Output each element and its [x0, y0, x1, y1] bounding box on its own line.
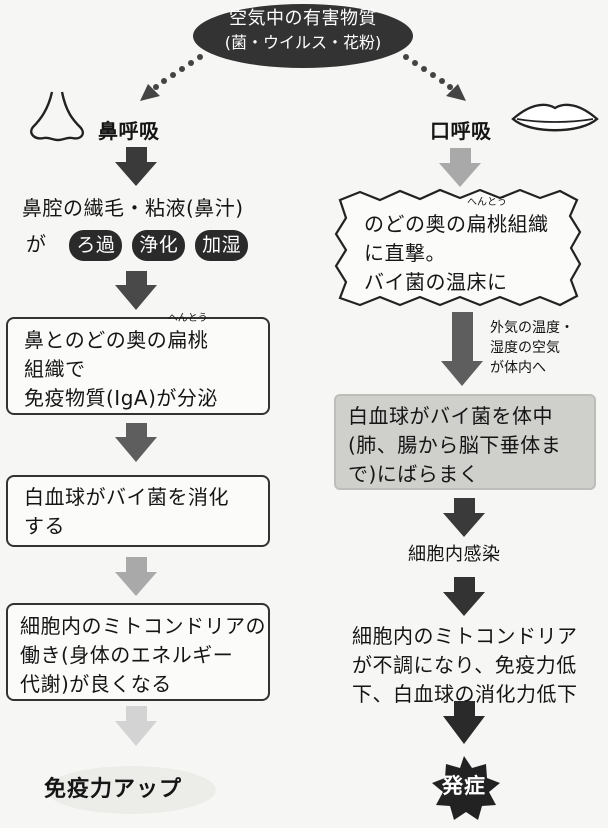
mitochondria-bad-text: 細胞内のミトコンドリア が不調になり、免疫力低 下、白血球の消化力低下: [352, 622, 578, 709]
digestion-box-line2: する: [24, 514, 65, 538]
onset-text: 発症: [442, 774, 486, 798]
tonsil-ruby: へんとう: [167, 313, 208, 324]
lips-icon: [511, 103, 599, 132]
mitochondria-bad-line2: が不調になり、免疫力低: [352, 653, 577, 677]
burst-text: のどの奥の扁桃 へんとう組織 に直撃。 バイ菌の温床に: [364, 198, 549, 297]
bacteria-spread-line1: 白血球がバイ菌を体中: [348, 404, 553, 428]
burst-line3: バイ菌の温床に: [364, 270, 508, 294]
iga-box: 鼻とのどの奥の扁桃 へんとう 組織で 免疫物質(IgA)が分泌: [6, 314, 270, 415]
nose-breathing-heading: 鼻呼吸: [98, 119, 160, 143]
purify-badge: 浄化: [132, 230, 186, 261]
warning-burst: [334, 188, 582, 307]
nasal-cilia-text: 鼻腔の繊毛・粘液(鼻汁): [22, 196, 244, 220]
mitochondria-good-line1: 細胞内のミトコンドリアの: [20, 614, 266, 638]
iga-box-line1: 鼻とのどの奥の扁桃 へんとう: [24, 314, 260, 355]
left-arrow-1: [115, 147, 157, 186]
mitochondria-bad-line1: 細胞内のミトコンドリア: [352, 624, 578, 648]
burst-tonsil-text: 扁桃: [466, 212, 508, 236]
tonsil-word-text: 扁桃: [167, 328, 209, 352]
humidify-badge: 加湿: [195, 230, 249, 261]
nasal-functions: が ろ過 浄化 加湿: [26, 230, 249, 261]
mitochondria-good-box: 細胞内のミトコンドリアの 働き(身体のエネルギー 代謝)が良くなる: [6, 603, 270, 701]
right-arrow-5: [443, 701, 485, 744]
outside-air-line1: 外気の温度・: [490, 320, 574, 336]
result-starburst: [432, 756, 500, 820]
nose-icon: [30, 91, 84, 142]
left-dotted-connector: [140, 54, 203, 101]
intracellular-infection-text: 細胞内感染: [408, 544, 501, 565]
digestion-box: 白血球がバイ菌を消化 する: [6, 475, 270, 547]
result-glow: [46, 766, 216, 814]
burst-line1-b: 組織: [507, 212, 549, 236]
iga-box-line2: 組織で: [24, 357, 86, 381]
filter-badge: ろ過: [69, 230, 123, 261]
right-arrow-2: [441, 312, 483, 386]
burst-tonsil-ruby: へんとう: [467, 197, 507, 208]
mitochondria-good-line3: 代謝)が良くなる: [20, 672, 172, 696]
iga-box-line1-a: 鼻とのどの奥の: [24, 328, 168, 352]
right-arrow-4: [443, 577, 485, 616]
right-dotted-connector: [403, 54, 466, 101]
left-arrow-3: [115, 423, 157, 462]
burst-line1-a: のどの奥の: [364, 212, 467, 236]
left-arrow-4: [115, 557, 157, 596]
left-arrow-5: [115, 706, 157, 746]
tonsil-word: 扁桃へんとう: [167, 314, 209, 355]
burst-line2: に直撃。: [364, 241, 446, 265]
source-title: 空気中の有害物質: [229, 8, 377, 29]
immunity-up-text: 免疫力アップ: [44, 777, 183, 802]
left-arrow-2: [115, 271, 157, 310]
mitochondria-good-line2: 働き(身体のエネルギー: [20, 643, 234, 667]
source-subtitle: (菌・ウイルス・花粉): [224, 33, 382, 52]
nasal-functions-prefix: が: [26, 232, 47, 256]
outside-air-note: 外気の温度・ 湿度の空気 が体内へ: [490, 318, 574, 378]
burst-line1: のどの奥の扁桃 へんとう組織: [364, 198, 549, 239]
bacteria-spread-line3: で)にばらまく: [348, 462, 480, 486]
mitochondria-bad-line3: 下、白血球の消化力低下: [352, 682, 578, 706]
right-arrow-1: [439, 148, 481, 187]
mouth-breathing-heading: 口呼吸: [430, 119, 492, 143]
burst-tonsil-word: 扁桃へんとう: [466, 198, 508, 239]
bacteria-spread-box: 白血球がバイ菌を体中 (肺、腸から脳下垂体ま で)にばらまく: [334, 394, 596, 490]
right-arrow-3: [443, 498, 485, 537]
outside-air-line2: 湿度の空気: [490, 340, 560, 356]
digestion-box-line1: 白血球がバイ菌を消化: [24, 485, 229, 509]
iga-box-line3: 免疫物質(IgA)が分泌: [24, 386, 218, 410]
bacteria-spread-line2: (肺、腸から脳下垂体ま: [348, 433, 562, 457]
outside-air-line3: が体内へ: [490, 360, 546, 376]
source-oval: [193, 4, 413, 68]
